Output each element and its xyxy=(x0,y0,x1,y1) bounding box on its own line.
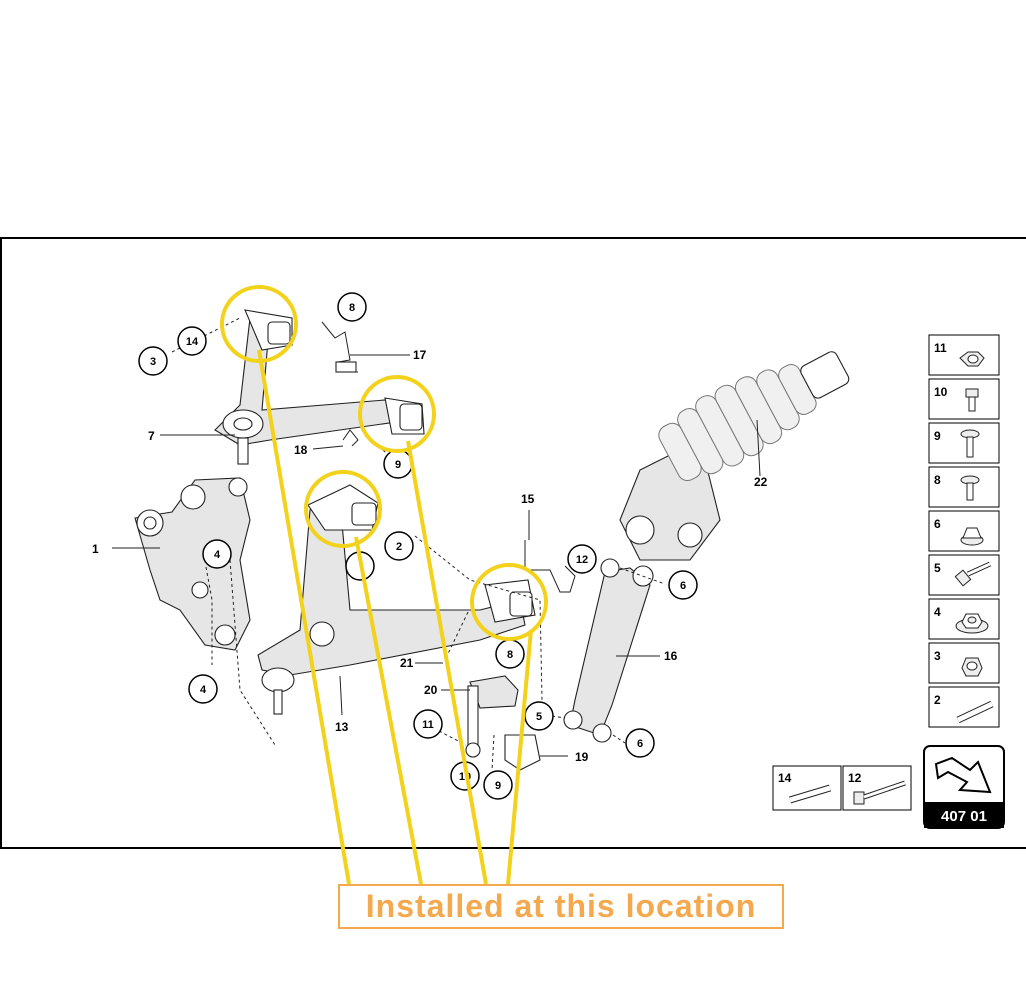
label-21: 21 xyxy=(400,656,414,670)
label-17: 17 xyxy=(413,348,427,362)
legend-num-2: 2 xyxy=(934,693,941,707)
callout-6-b: 6 xyxy=(625,728,655,758)
label-lines xyxy=(112,354,660,757)
pointer-line xyxy=(506,629,533,885)
callout-11: 11 xyxy=(413,709,443,739)
callout-3: 3 xyxy=(138,346,168,376)
svg-text:4: 4 xyxy=(214,549,221,561)
svg-text:4: 4 xyxy=(200,684,207,696)
direction-arrow-icon xyxy=(934,756,992,794)
lock-nut-icon xyxy=(961,657,983,677)
legend-num-14: 14 xyxy=(778,771,792,785)
highlight-circle-upper-rear xyxy=(358,375,436,453)
svg-text:9: 9 xyxy=(495,780,501,792)
legend-num-12: 12 xyxy=(848,771,862,785)
steering-knuckle xyxy=(134,477,251,651)
callout-6-a: 6 xyxy=(668,570,698,600)
callout-9-bot: 9 xyxy=(483,770,513,800)
washer-nut-icon xyxy=(955,613,989,634)
label-13: 13 xyxy=(335,720,349,734)
link-arm xyxy=(563,558,654,743)
svg-text:9: 9 xyxy=(395,459,401,471)
highlight-circle-lower-rear xyxy=(470,563,548,641)
label-18: 18 xyxy=(294,443,308,457)
long-bolt-icon xyxy=(954,561,992,587)
svg-text:8: 8 xyxy=(507,649,513,661)
svg-text:12: 12 xyxy=(576,554,588,566)
label-15: 15 xyxy=(521,492,535,506)
height-sensor xyxy=(465,675,541,771)
label-22: 22 xyxy=(754,475,768,489)
bottom-legend: 14 12 xyxy=(772,765,912,811)
svg-text:6: 6 xyxy=(680,580,686,592)
legend-num-4: 4 xyxy=(934,605,941,619)
callout-4-b: 4 xyxy=(188,674,218,704)
legend-num-5: 5 xyxy=(934,561,941,575)
screw-icon xyxy=(960,475,980,501)
legend-num-10: 10 xyxy=(934,385,948,399)
label-7: 7 xyxy=(148,429,155,443)
callout-2: 2 xyxy=(384,531,414,561)
svg-text:5: 5 xyxy=(536,711,542,723)
callout-8-mid: 8 xyxy=(495,639,525,669)
pin-icon xyxy=(956,700,994,724)
highlight-circle-lower-front xyxy=(304,470,382,548)
callout-4-a: 4 xyxy=(202,539,232,569)
bracket-17 xyxy=(321,321,358,373)
label-20: 20 xyxy=(424,683,438,697)
shock-absorber xyxy=(619,351,850,561)
long-bolt-icon xyxy=(853,780,906,805)
legend-num-3: 3 xyxy=(934,649,941,663)
hardware-legend: 11 10 9 8 6 5 4 3 2 xyxy=(928,334,1000,728)
pointer-line xyxy=(257,349,351,885)
highlight-overlay xyxy=(220,285,548,885)
nut-icon xyxy=(959,351,985,367)
svg-text:2: 2 xyxy=(396,541,402,553)
svg-text:14: 14 xyxy=(186,336,199,348)
clip-18 xyxy=(342,429,359,447)
legend-num-6: 6 xyxy=(934,517,941,531)
pointer-line xyxy=(354,536,423,885)
flange-nut-icon xyxy=(960,527,984,546)
legend-num-11: 11 xyxy=(934,341,947,355)
label-19: 19 xyxy=(575,750,589,764)
callout-9-top: 9 xyxy=(383,449,413,479)
badge-code: 407 01 xyxy=(941,808,987,825)
caption-text: Installed at this location xyxy=(365,888,757,924)
callout-5: 5 xyxy=(524,701,554,731)
label-1: 1 xyxy=(92,542,99,556)
svg-text:6: 6 xyxy=(637,738,643,750)
svg-text:11: 11 xyxy=(422,719,434,731)
callout-14: 14 xyxy=(177,326,207,356)
bolt-short-icon xyxy=(965,388,979,412)
svg-text:8: 8 xyxy=(349,302,355,314)
pin-icon xyxy=(788,784,832,804)
legend-num-9: 9 xyxy=(934,429,941,443)
pointer-line xyxy=(406,440,488,885)
legend-num-8: 8 xyxy=(934,473,941,487)
callout-12: 12 xyxy=(567,544,597,574)
label-16: 16 xyxy=(664,649,678,663)
lower-control-arm xyxy=(257,484,536,715)
screw-icon xyxy=(960,429,980,458)
installed-location-caption: Installed at this location xyxy=(338,884,784,929)
direction-badge: 407 01 xyxy=(923,745,1005,829)
callout-8-top: 8 xyxy=(337,292,367,322)
svg-text:3: 3 xyxy=(150,356,156,368)
